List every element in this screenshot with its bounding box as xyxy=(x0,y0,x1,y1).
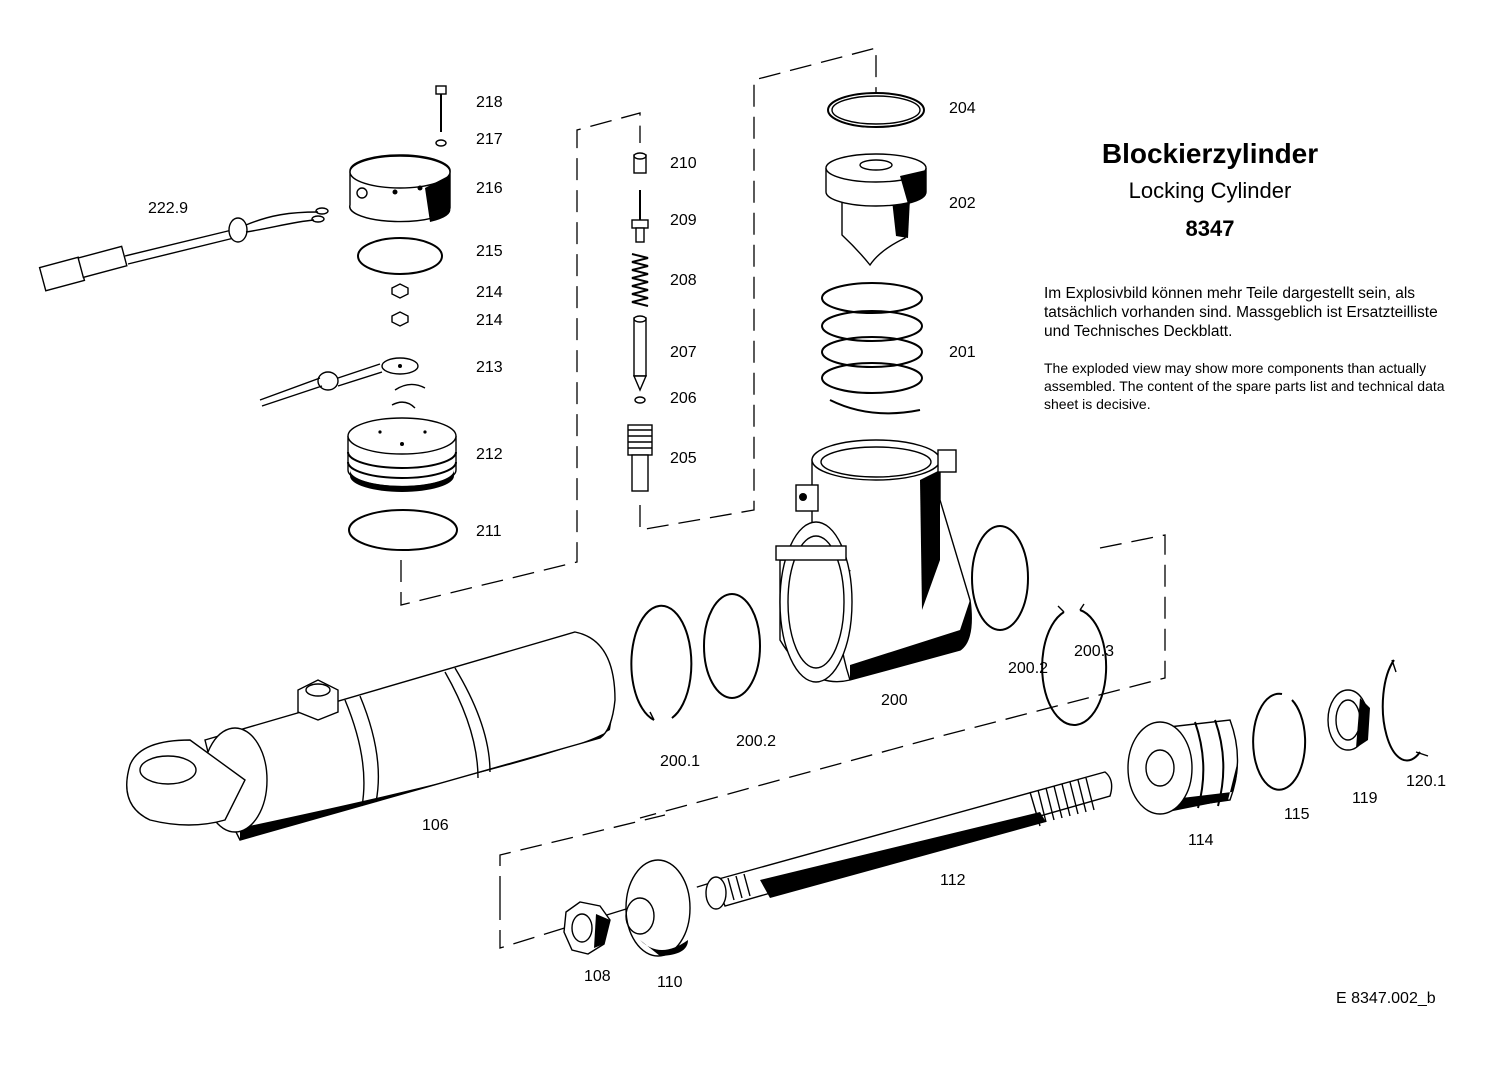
part-217-washer xyxy=(435,139,447,147)
part-209-valve-pin xyxy=(631,190,649,243)
label-115: 115 xyxy=(1284,806,1310,823)
part-200-3-retaining-ring xyxy=(1041,603,1108,727)
document-reference: E 8347.002_b xyxy=(1336,990,1436,1007)
label-204: 204 xyxy=(949,100,976,117)
label-114: 114 xyxy=(1188,832,1214,849)
label-211: 211 xyxy=(476,523,502,540)
label-202: 202 xyxy=(949,195,976,212)
label-214-upper: 214 xyxy=(476,284,503,301)
part-212-cover xyxy=(347,417,457,492)
note-english: The exploded view may show more componen… xyxy=(1044,360,1445,412)
assembly-guide-lines xyxy=(400,47,1166,949)
part-202-piston xyxy=(825,153,927,267)
part-214-nuts xyxy=(391,283,409,327)
label-110: 110 xyxy=(657,974,683,991)
label-206: 206 xyxy=(670,390,697,407)
part-106-cylinder-tube xyxy=(126,631,616,841)
label-218: 218 xyxy=(476,94,503,111)
part-120-1-retaining-ring xyxy=(1381,659,1429,762)
part-204-ring xyxy=(827,92,925,128)
label-108: 108 xyxy=(584,968,611,985)
part-112-piston-rod xyxy=(705,771,1113,910)
part-labels: 218 217 216 222.9 215 214 214 213 212 21… xyxy=(148,94,1446,991)
label-210: 210 xyxy=(670,155,697,172)
label-208: 208 xyxy=(670,272,697,289)
part-213-sensor xyxy=(259,357,426,409)
label-215: 215 xyxy=(476,243,503,260)
title-german: Blockierzylinder xyxy=(1101,138,1319,169)
label-214-lower: 214 xyxy=(476,312,503,329)
label-222-9: 222.9 xyxy=(148,200,188,217)
part-200-2-o-ring-right xyxy=(971,525,1029,631)
part-216-housing xyxy=(349,154,451,223)
part-205-sleeve xyxy=(627,424,653,492)
part-200-2-o-ring-left xyxy=(703,593,761,699)
part-211-o-ring xyxy=(348,509,458,551)
part-119-wiper xyxy=(1327,689,1370,751)
part-200-block xyxy=(775,439,972,683)
label-209: 209 xyxy=(670,212,697,229)
label-217: 217 xyxy=(476,131,503,148)
label-212: 212 xyxy=(476,446,503,463)
label-120-1: 120.1 xyxy=(1406,773,1446,790)
part-200-1-retaining-ring xyxy=(630,604,693,721)
label-112: 112 xyxy=(940,872,966,889)
label-106: 106 xyxy=(422,817,449,834)
title-english: Locking Cylinder xyxy=(1128,178,1292,203)
part-115-split-ring xyxy=(1252,692,1307,791)
label-213: 213 xyxy=(476,359,503,376)
note-german: Im Explosivbild können mehr Teile darges… xyxy=(1044,285,1438,340)
label-200: 200 xyxy=(881,692,908,709)
label-201: 201 xyxy=(949,344,976,361)
label-200-1: 200.1 xyxy=(660,753,700,770)
part-201-spring xyxy=(821,282,923,415)
title-number: 8347 xyxy=(1185,216,1235,241)
part-207-plunger xyxy=(632,315,648,392)
label-119: 119 xyxy=(1352,790,1378,807)
label-200-3: 200.3 xyxy=(1074,643,1114,660)
label-205: 205 xyxy=(670,450,697,467)
label-207: 207 xyxy=(670,344,697,361)
part-210-cap xyxy=(633,152,647,174)
part-215-o-ring xyxy=(357,237,443,275)
part-108-nut xyxy=(563,901,611,955)
part-114-piston-head xyxy=(1127,719,1239,815)
part-206-seal xyxy=(634,396,646,404)
label-216: 216 xyxy=(476,180,503,197)
part-218-bolt xyxy=(435,85,447,132)
label-200-2-left: 200.2 xyxy=(736,733,776,750)
part-222-9-cable-connector xyxy=(38,207,329,292)
part-110-cone xyxy=(625,859,691,957)
part-208-spring xyxy=(631,253,649,307)
label-200-2-right: 200.2 xyxy=(1008,660,1048,677)
